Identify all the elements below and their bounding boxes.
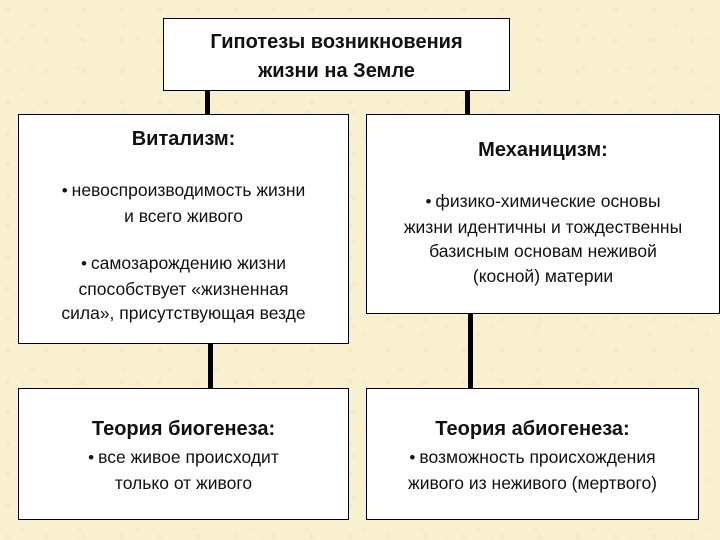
mechanicism-item-1-line-4: (косной) материи bbox=[472, 265, 614, 286]
mechanicism-item-1-line-2: жизни идентичны и тождественны bbox=[403, 216, 683, 237]
connector-mechanicism-to-abiogenesis bbox=[468, 314, 473, 388]
abiogenesis-item-1-line-1: возможность происхождения bbox=[419, 447, 656, 467]
biogenesis-heading: Теория биогенеза: bbox=[91, 418, 276, 440]
root-title-line-1: Гипотезы возникновения bbox=[210, 31, 463, 53]
vitalism-item-2-line-3: сила», присутствующая везде bbox=[61, 303, 306, 323]
mechanicism-item-1-line-3: базисным основам неживой bbox=[429, 241, 657, 261]
vitalism-item-2-line-1: самозарождению жизни bbox=[90, 253, 287, 273]
vitalism-item-1-line-1: невоспроизводимость жизни bbox=[71, 180, 306, 200]
biogenesis-item-1-line-2: только от живого bbox=[114, 472, 253, 493]
mechanicism-item-1: •физико-химические основы жизни идентичн… bbox=[369, 189, 717, 288]
abiogenesis-item-1-line-2: живого из неживого (мертвого) bbox=[407, 472, 658, 493]
abiogenesis-heading: Теория абиогенеза: bbox=[435, 418, 630, 440]
root-title-line-2: жизни на Земле bbox=[258, 60, 415, 82]
connector-vitalism-to-biogenesis bbox=[208, 344, 213, 388]
biogenesis-node: Теория биогенеза: •все живое происходит … bbox=[18, 388, 349, 520]
vitalism-item-1-line-2: и всего живого bbox=[124, 205, 243, 226]
bullet-icon: • bbox=[409, 448, 416, 467]
biogenesis-item-1: •все живое происходит только от живого bbox=[25, 445, 342, 495]
vitalism-item-1: •невоспроизводимость жизни и всего живог… bbox=[25, 178, 342, 228]
vitalism-item-2: •самозарождению жизни способствует «жизн… bbox=[25, 251, 342, 326]
bullet-icon: • bbox=[61, 181, 68, 200]
mechanicism-heading: Механицизм: bbox=[478, 139, 608, 161]
bullet-icon: • bbox=[80, 254, 87, 273]
vitalism-node: Витализм: •невоспроизводимость жизни и в… bbox=[18, 114, 349, 344]
abiogenesis-item-1: •возможность происхождения живого из неж… bbox=[369, 445, 696, 495]
root-node: Гипотезы возникновения жизни на Земле bbox=[163, 18, 510, 91]
bullet-icon: • bbox=[88, 448, 95, 467]
mechanicism-node: Механицизм: •физико-химические основы жи… bbox=[366, 114, 720, 314]
connector-root-to-mechanicism bbox=[465, 91, 470, 114]
abiogenesis-node: Теория абиогенеза: •возможность происхож… bbox=[366, 388, 699, 520]
biogenesis-item-1-line-1: все живое происходит bbox=[98, 447, 279, 467]
vitalism-item-2-line-2: способствует «жизненная bbox=[78, 278, 289, 299]
bullet-icon: • bbox=[425, 192, 432, 211]
vitalism-heading: Витализм: bbox=[131, 128, 236, 150]
connector-root-to-vitalism bbox=[205, 91, 210, 114]
mechanicism-item-1-line-1: физико-химические основы bbox=[435, 191, 661, 211]
